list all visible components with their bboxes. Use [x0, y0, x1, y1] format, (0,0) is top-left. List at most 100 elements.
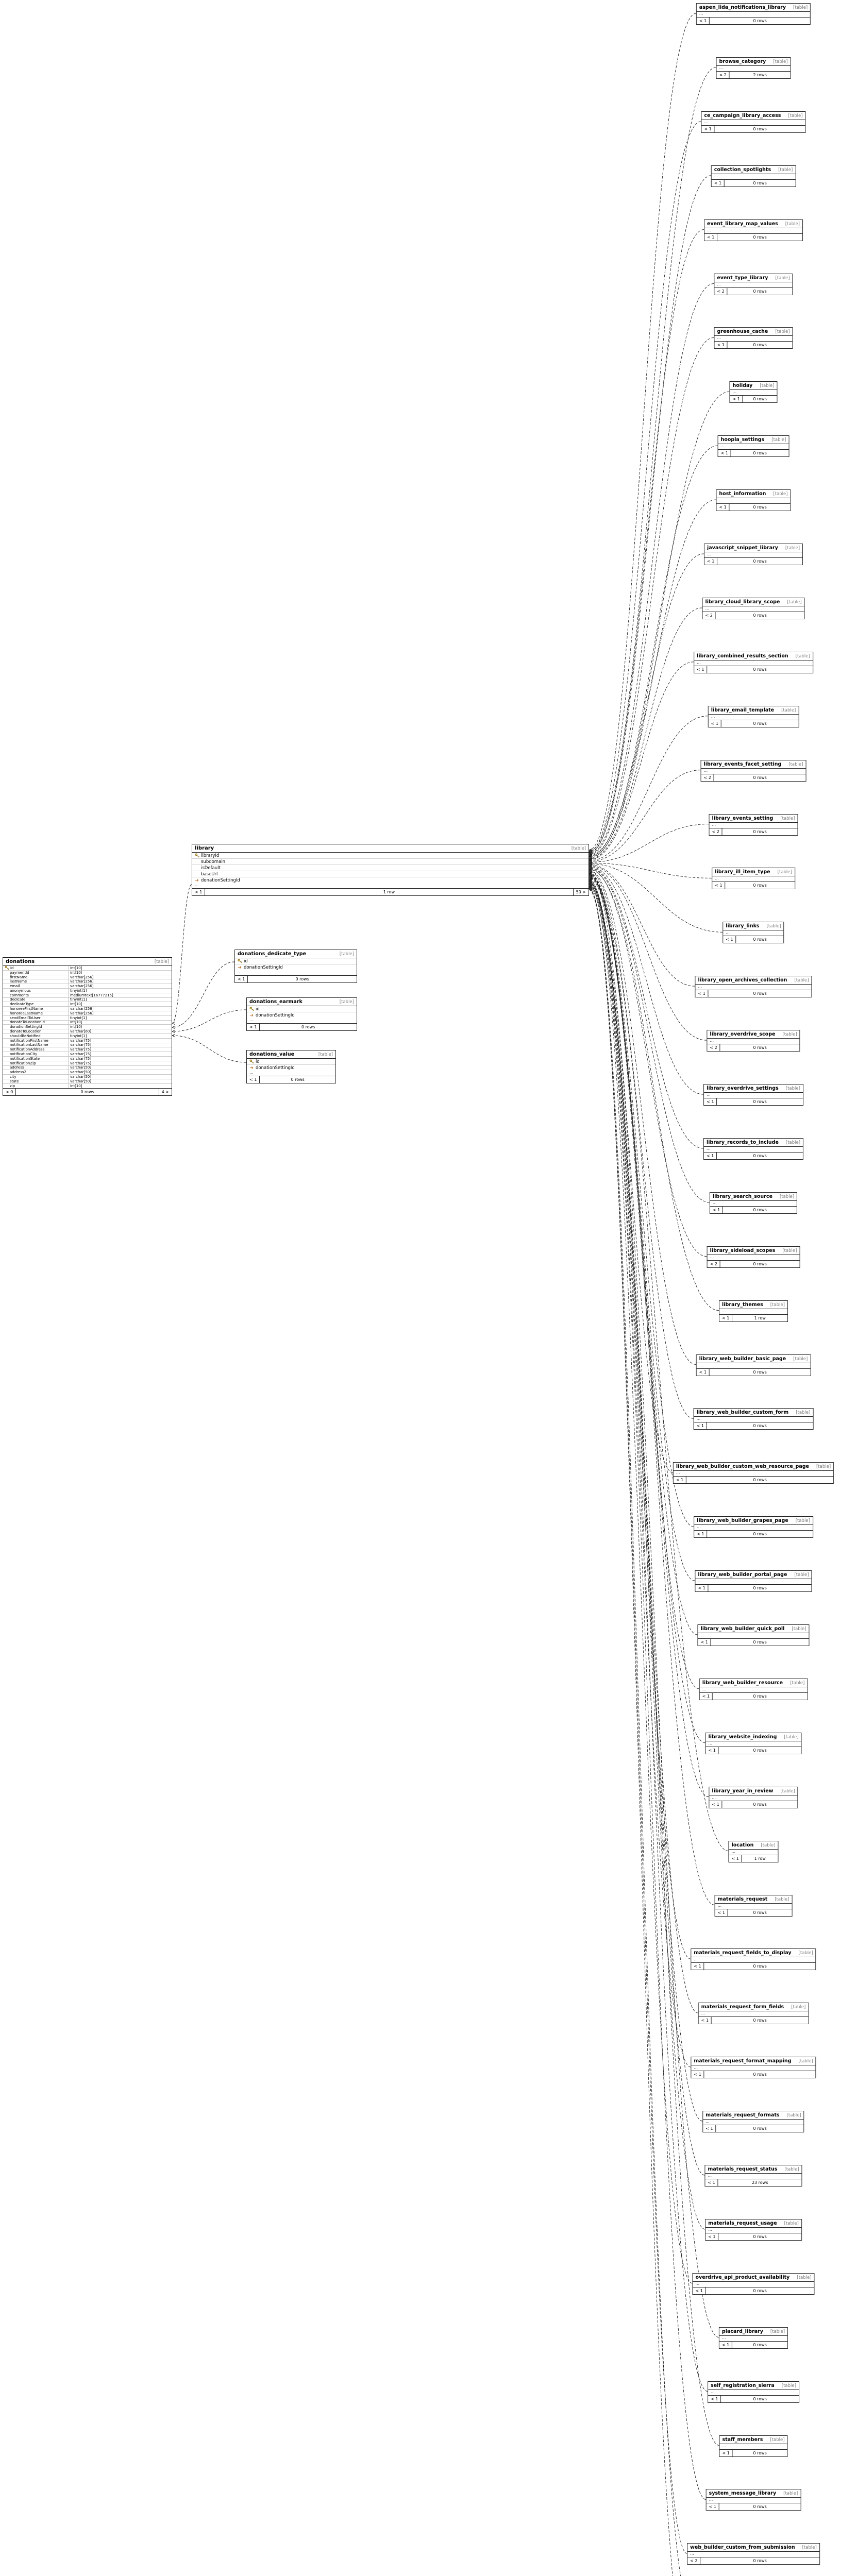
footer-row-count: 0 rows [753, 2234, 767, 2239]
table-name: library_year_in_review [712, 1788, 774, 1794]
column-name: id [256, 1059, 260, 1064]
table-node-library_web_builder_quick_poll[interactable]: library_web_builder_quick_poll[table]...… [697, 1624, 810, 1646]
table-title: library_sideload_scopes[table] [707, 1247, 800, 1255]
table-node-library_web_builder_grapes_page[interactable]: library_web_builder_grapes_page[table]..… [694, 1516, 813, 1538]
table-node-web_builder_custom_from_submission[interactable]: web_builder_custom_from_submission[table… [687, 2543, 820, 2565]
table-node-library_cloud_library_scope[interactable]: library_cloud_library_scope[table]...< 2… [702, 597, 805, 619]
relationship-edge [588, 866, 710, 1203]
column-type: int[10] [70, 1020, 82, 1025]
footer-parent-count: < 2 [708, 1260, 720, 1267]
table-name: donations_dedicate_type [238, 951, 307, 957]
relationship-edge [588, 883, 719, 2338]
footer-parent-count: < 1 [704, 233, 718, 241]
table-type-tag: [table] [802, 2545, 817, 2551]
table-name: donations_value [249, 1052, 295, 1057]
table-node-library_web_builder_portal_page[interactable]: library_web_builder_portal_page[table]..… [695, 1570, 812, 1592]
table-title: event_type_library[table] [714, 274, 793, 282]
columns-ellipsis: ... [701, 2011, 705, 2016]
table-type-tag: [table] [788, 113, 803, 118]
table-name: library_web_builder_custom_form [696, 1410, 789, 1416]
column-name-cell: anonymous [3, 988, 69, 993]
table-name: hoopla_settings [720, 437, 765, 443]
relationship-edge [588, 499, 716, 859]
table-node-library_web_builder_resource[interactable]: library_web_builder_resource[table]...< … [699, 1678, 808, 1700]
relationship-edge [588, 870, 673, 1473]
table-node-aspen_lida_notifications_library[interactable]: aspen_lida_notifications_library[table].… [696, 3, 811, 25]
table-node-library_events_facet_setting[interactable]: library_events_facet_setting[table]...< … [700, 759, 806, 782]
table-node-library_open_archives_collection[interactable]: library_open_archives_collection[table].… [695, 976, 812, 998]
table-name: library_combined_results_section [697, 653, 788, 659]
footer-parent-count: < 1 [705, 1747, 719, 1754]
table-node-materials_request_form_fields[interactable]: materials_request_form_fields[table]...<… [698, 2003, 809, 2025]
footer-parent-count: < 1 [235, 976, 248, 982]
table-node-overdrive_api_product_availability[interactable]: overdrive_api_product_availability[table… [692, 2273, 815, 2295]
table-node-library_combined_results_section[interactable]: library_combined_results_section[table].… [694, 651, 813, 673]
table-node-materials_request_fields_to_display[interactable]: materials_request_fields_to_display[tabl… [691, 1948, 816, 1971]
table-node-library_web_builder_basic_page[interactable]: library_web_builder_basic_page[table]...… [696, 1354, 811, 1376]
table-node-library_web_builder_custom_web_resource_page[interactable]: library_web_builder_custom_web_resource_… [673, 1462, 834, 1484]
footer-parent-count: < 1 [247, 1076, 260, 1083]
footer-row-count: 0 rows [753, 1532, 767, 1537]
column-type: varchar[256] [70, 979, 94, 984]
table-title: materials_request_form_fields[table] [698, 2003, 809, 2012]
table-node-library_web_builder_custom_form[interactable]: library_web_builder_custom_form[table]..… [693, 1408, 814, 1430]
table-name: library_website_indexing [708, 1734, 777, 1740]
footer-row-count: 1 row [754, 1856, 766, 1861]
column-type: varchar[50] [70, 1065, 91, 1070]
relationship-edge [588, 445, 718, 858]
table-type-tag: [table] [770, 1302, 785, 1308]
footer-parent-count: < 1 [705, 2233, 719, 2240]
columns-ellipsis: ... [695, 2281, 700, 2286]
columns-ellipsis: ... [720, 444, 725, 449]
table-name: location [731, 1842, 754, 1848]
column-type: varchar[60] [70, 1029, 91, 1033]
table-type-tag: [table] [780, 816, 795, 821]
table-node-materials_request_format_mapping[interactable]: materials_request_format_mapping[table].… [691, 2057, 816, 2079]
footer-row-count: 0 rows [753, 180, 767, 185]
